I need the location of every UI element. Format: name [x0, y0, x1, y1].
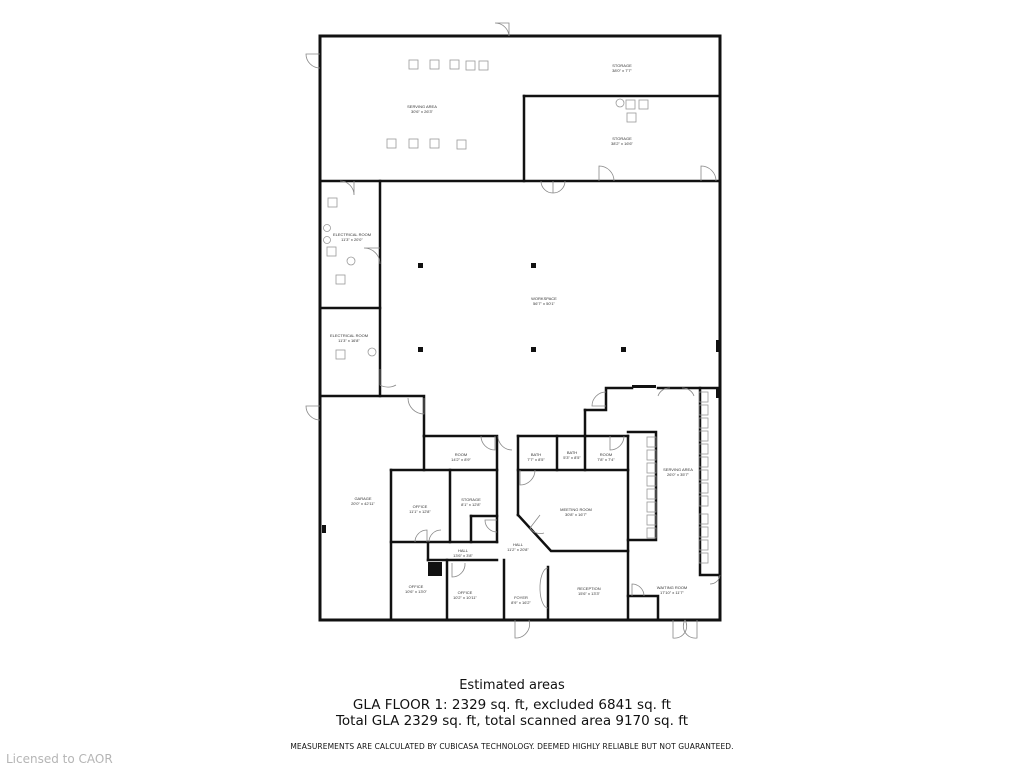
room-name: BATH	[530, 452, 542, 457]
room-dimensions: 8'9" x 16'2"	[511, 600, 531, 605]
floor-plan	[305, 22, 722, 639]
room-dimensions: 30'8" x 16'7"	[565, 512, 587, 517]
room-dimensions: 20'0" x 42'11"	[351, 501, 375, 506]
room-dimensions: 38'2" x 16'6"	[611, 141, 633, 146]
room-dimensions: 26'0" x 35'7"	[667, 472, 689, 477]
room-name: ELECTRICAL ROOM	[329, 333, 369, 338]
walls	[318, 34, 722, 622]
room-name: ROOM	[454, 452, 468, 457]
room-dimensions: 7'7" x 8'5"	[527, 457, 545, 462]
room-dimensions: 5'3" x 8'5"	[563, 455, 581, 460]
total-gla-line: Total GLA 2329 sq. ft, total scanned are…	[335, 713, 689, 729]
room-dimensions: 7'8" x 7'4"	[597, 457, 615, 462]
room-name: ELECTRICAL ROOM	[332, 232, 372, 237]
room-name: STORAGE	[612, 136, 632, 141]
room-dimensions: 30'6" x 26'3"	[411, 109, 433, 114]
room-dimensions: 15'6" x 13'3"	[578, 591, 600, 596]
room-dimensions: 11'3" x 16'8"	[338, 338, 360, 343]
fixtures	[323, 59, 709, 564]
room-dimensions: 14'2" x 8'9"	[451, 457, 471, 462]
room-name: BATH	[566, 450, 578, 455]
room-name: HALL	[457, 548, 468, 553]
room-name: WAITING ROOM	[656, 585, 688, 590]
room-dimensions: 11'3" x 20'0"	[341, 237, 363, 242]
room-dimensions: 11'1" x 12'8"	[409, 509, 431, 514]
room-name: OFFICE	[412, 504, 428, 509]
room-name: SERVING AREA	[407, 104, 437, 109]
room-dimensions: 11'2" x 20'8"	[507, 547, 529, 552]
room-name: MEETING ROOM	[560, 507, 592, 512]
room-name: STORAGE	[461, 497, 481, 502]
booths	[646, 391, 709, 564]
room-dimensions: 17'10" x 11'7"	[660, 590, 684, 595]
room-name: WORKSPACE	[531, 296, 557, 301]
room-dimensions: 13'6" x 3'8"	[453, 553, 473, 558]
estimated-areas-title: Estimated areas	[459, 678, 565, 693]
room-name: STORAGE	[612, 63, 632, 68]
room-name: FOYER	[514, 595, 528, 600]
room-dimensions: 10'2" x 10'11"	[453, 595, 477, 600]
room-dimensions: 56'7" x 50'1"	[533, 301, 555, 306]
room-name: GARAGE	[354, 496, 372, 501]
room-dimensions: 10'6" x 13'0"	[405, 589, 427, 594]
measurement-disclaimer: MEASUREMENTS ARE CALCULATED BY CUBICASA …	[290, 742, 734, 751]
room-dimensions: 8'1" x 12'8"	[461, 502, 481, 507]
license-watermark: Licensed to CAOR	[6, 752, 113, 766]
room-name: ROOM	[599, 452, 613, 457]
room-name: OFFICE	[457, 590, 473, 595]
pillars	[322, 263, 720, 576]
doors	[305, 22, 721, 639]
room-name: HALL	[512, 542, 524, 547]
room-dimensions: 38'0" x 7'7"	[612, 68, 632, 73]
gla-floor-1-line: GLA FLOOR 1: 2329 sq. ft, excluded 6841 …	[352, 697, 672, 713]
room-name: RECEPTION	[577, 586, 601, 591]
room-name: OFFICE	[408, 584, 424, 589]
room-name: SERVING AREA	[663, 467, 693, 472]
